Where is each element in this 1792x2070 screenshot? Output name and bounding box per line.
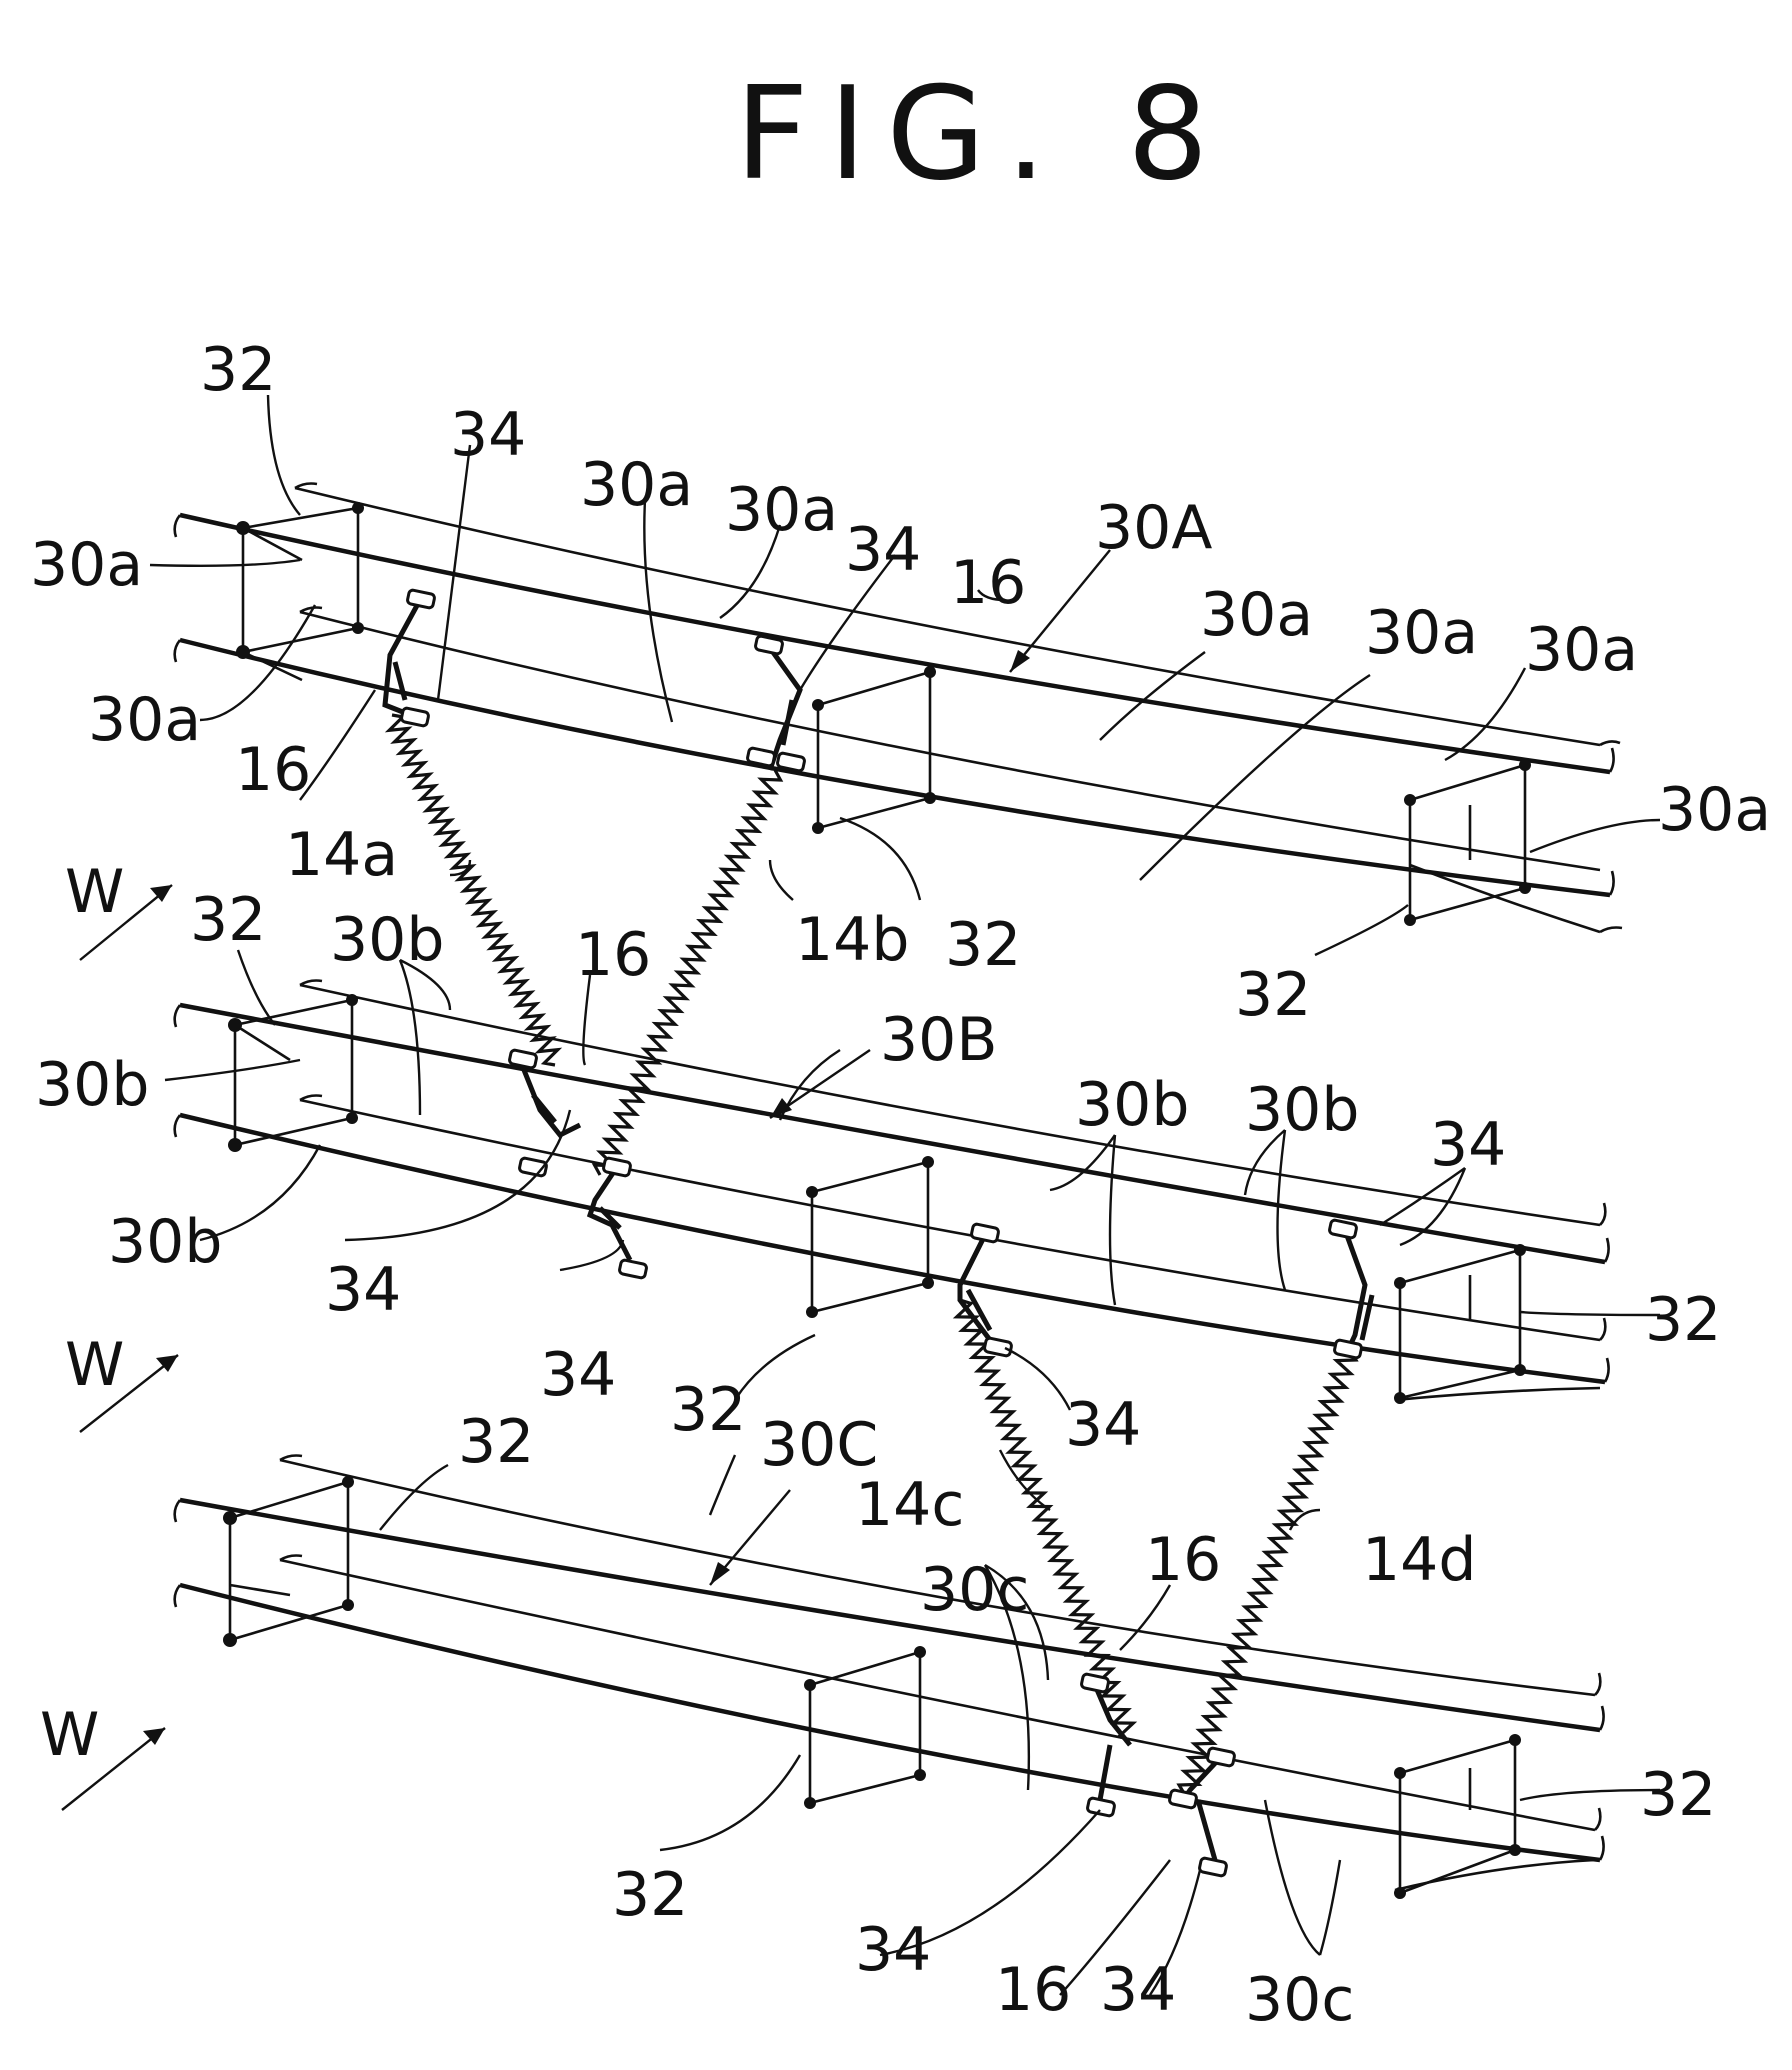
label-14c: 14c xyxy=(855,1470,964,1540)
label-32: 32 xyxy=(945,910,1021,980)
label-30a: 30a xyxy=(1365,598,1478,668)
label-30a: 30a xyxy=(1525,615,1638,685)
label-30a: 30a xyxy=(1658,775,1771,845)
label-32: 32 xyxy=(1235,960,1311,1030)
figure-title: FIG. 8 xyxy=(735,60,1228,209)
label-16: 16 xyxy=(950,548,1026,618)
label-34: 34 xyxy=(1065,1390,1141,1460)
label-w: W xyxy=(65,1330,124,1400)
label-32: 32 xyxy=(670,1375,746,1445)
label-34: 34 xyxy=(845,515,921,585)
label-30B: 30B xyxy=(880,1005,998,1075)
label-14a: 14a xyxy=(285,820,398,890)
label-w: W xyxy=(40,1700,99,1770)
spring-14c xyxy=(957,1300,1133,1740)
label-w: W xyxy=(65,857,124,927)
label-14d: 14d xyxy=(1362,1525,1476,1595)
label-34: 34 xyxy=(540,1340,616,1410)
label-16: 16 xyxy=(1145,1525,1221,1595)
label-14b: 14b xyxy=(795,905,909,975)
label-30c: 30c xyxy=(920,1555,1029,1625)
label-30b: 30b xyxy=(1075,1070,1189,1140)
label-16: 16 xyxy=(995,1955,1071,2025)
label-34: 34 xyxy=(855,1915,931,1985)
label-30c: 30c xyxy=(1245,1965,1354,2035)
label-30a: 30a xyxy=(88,685,201,755)
label-30a: 30a xyxy=(1200,580,1313,650)
label-34: 34 xyxy=(450,400,526,470)
label-32: 32 xyxy=(200,335,276,405)
label-16: 16 xyxy=(235,735,311,805)
label-30b: 30b xyxy=(108,1207,222,1277)
label-16: 16 xyxy=(575,920,651,990)
label-34: 34 xyxy=(325,1255,401,1325)
label-32: 32 xyxy=(458,1407,534,1477)
label-30b: 30b xyxy=(1245,1075,1359,1145)
label-30b: 30b xyxy=(35,1050,149,1120)
fittings xyxy=(385,589,1372,1876)
label-32: 32 xyxy=(190,885,266,955)
label-30a: 30a xyxy=(580,450,693,520)
label-34: 34 xyxy=(1100,1955,1176,2025)
label-32: 32 xyxy=(1640,1760,1716,1830)
label-34: 34 xyxy=(1430,1110,1506,1180)
label-32: 32 xyxy=(1645,1285,1721,1355)
springs xyxy=(389,715,1356,1795)
label-30A: 30A xyxy=(1095,493,1212,563)
label-30b: 30b xyxy=(330,905,444,975)
label-30a: 30a xyxy=(725,475,838,545)
label-30a: 30a xyxy=(30,530,143,600)
label-32: 32 xyxy=(612,1860,688,1930)
